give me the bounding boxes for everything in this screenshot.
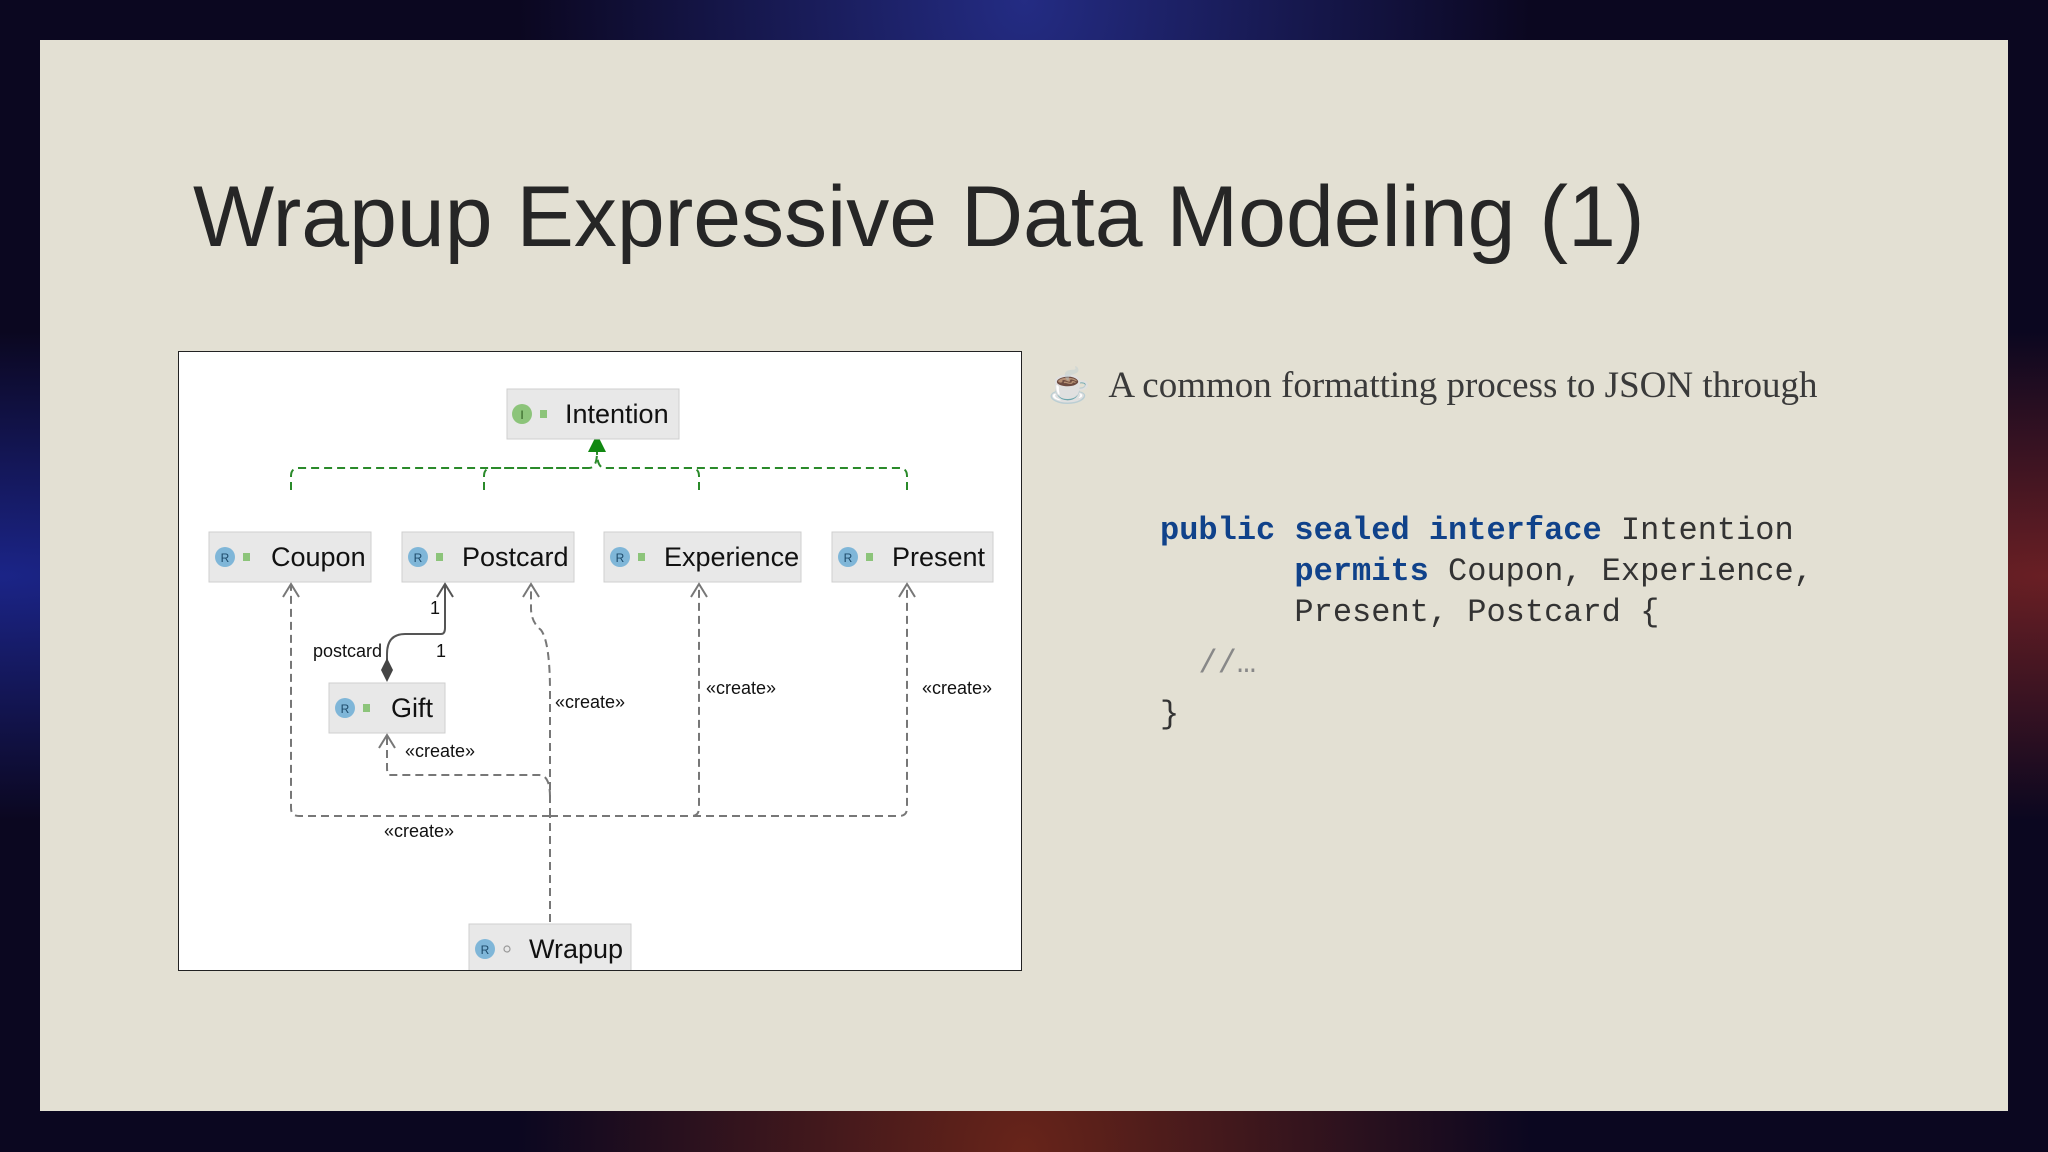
code-permits-list-1: Coupon, Experience, [1448, 553, 1813, 590]
lock-icon [363, 704, 370, 712]
code-type-name: Intention [1620, 512, 1794, 549]
svg-text:R: R [414, 551, 423, 565]
node-coupon: R Coupon [208, 531, 372, 583]
code-keyword-public: public [1160, 512, 1276, 549]
composition-arrowhead [436, 582, 454, 598]
lock-icon [436, 553, 443, 561]
lock-icon [540, 410, 547, 418]
svg-text:R: R [221, 551, 230, 565]
record-badge-icon [408, 547, 428, 567]
edge-coupon-intention [290, 451, 598, 490]
interface-badge-icon [512, 404, 532, 424]
slide: Wrapup Expressive Data Modeling (1) [40, 40, 2008, 1111]
edge-postcard-intention [483, 467, 589, 490]
implements-arrowhead [588, 434, 606, 452]
edge-wrapup-experience [550, 584, 700, 817]
node-label-experience: Experience [664, 542, 799, 572]
edge-label-create-postcard: «create» [555, 692, 625, 712]
code-keyword-permits: permits [1294, 553, 1429, 590]
composition-diamond [381, 658, 393, 682]
edge-label-create-experience: «create» [706, 678, 776, 698]
code-line-3: Present, Postcard { [1160, 592, 1813, 633]
edge-label-create-present: «create» [922, 678, 992, 698]
svg-text:R: R [844, 551, 853, 565]
record-badge-icon [838, 547, 858, 567]
code-line-5: } [1160, 694, 1813, 735]
node-intention: I Intention [506, 388, 680, 440]
code-block: public sealed interface Intention permit… [1160, 510, 1813, 735]
bullet-text: A common formatting process to JSON thro… [1108, 365, 1818, 406]
edge-wrapup-postcard [530, 584, 551, 816]
node-label-present: Present [892, 542, 986, 572]
code-permits-list-2: Present, Postcard { [1294, 594, 1660, 631]
edge-wrapup-gift [386, 735, 551, 798]
uml-diagram-svg: postcard 1 1 «create» «create» «create» … [208, 388, 994, 970]
record-badge-icon [215, 547, 235, 567]
uml-diagram: postcard 1 1 «create» «create» «create» … [178, 351, 1022, 971]
node-gift: R Gift [328, 682, 446, 734]
edge-wrapup-coupon [290, 584, 551, 922]
node-label-wrapup: Wrapup [529, 934, 623, 964]
svg-text:I: I [520, 408, 523, 422]
lock-icon [638, 553, 645, 561]
svg-text:R: R [616, 551, 625, 565]
node-experience: R Experience [603, 531, 802, 583]
record-badge-icon [475, 939, 495, 959]
edge-label-create-coupon: «create» [384, 821, 454, 841]
coffee-cup-icon: ☕ [1048, 366, 1091, 405]
svg-text:R: R [481, 943, 490, 957]
node-postcard: R Postcard [401, 531, 575, 583]
slide-title: Wrapup Expressive Data Modeling (1) [193, 169, 1645, 265]
node-label-postcard: Postcard [462, 542, 569, 572]
code-line-1: public sealed interface Intention [1160, 510, 1813, 551]
edge-label-mult-target: 1 [430, 598, 440, 618]
code-comment: //… [1198, 645, 1257, 682]
bullet-point: ☕ A common formatting process to JSON th… [1048, 364, 1948, 407]
edge-label-create-gift: «create» [405, 741, 475, 761]
node-present: R Present [831, 531, 994, 583]
edge-present-intention [596, 451, 908, 490]
edge-label-mult-source: 1 [436, 641, 446, 661]
lock-icon [243, 553, 250, 561]
code-line-4: //… [1160, 643, 1813, 684]
node-label-gift: Gift [391, 693, 434, 723]
svg-text:R: R [341, 702, 350, 716]
code-close-brace: } [1160, 696, 1180, 733]
composition-edge [386, 584, 446, 672]
create-edges [290, 584, 908, 922]
package-visibility-icon [503, 945, 511, 953]
node-label-coupon: Coupon [271, 542, 366, 572]
node-label-intention: Intention [565, 399, 669, 429]
code-keyword-sealed: sealed [1294, 512, 1410, 549]
lock-icon [866, 553, 873, 561]
edge-experience-intention [605, 467, 700, 490]
code-line-2: permits Coupon, Experience, [1160, 551, 1813, 592]
record-badge-icon [335, 698, 355, 718]
code-keyword-interface: interface [1428, 512, 1602, 549]
create-arrowheads [282, 582, 916, 749]
edge-label-postcard-role: postcard [313, 641, 382, 661]
record-badge-icon [610, 547, 630, 567]
node-wrapup: R Wrapup [468, 923, 632, 970]
implements-edges [290, 451, 908, 490]
edge-wrapup-present [550, 584, 908, 817]
